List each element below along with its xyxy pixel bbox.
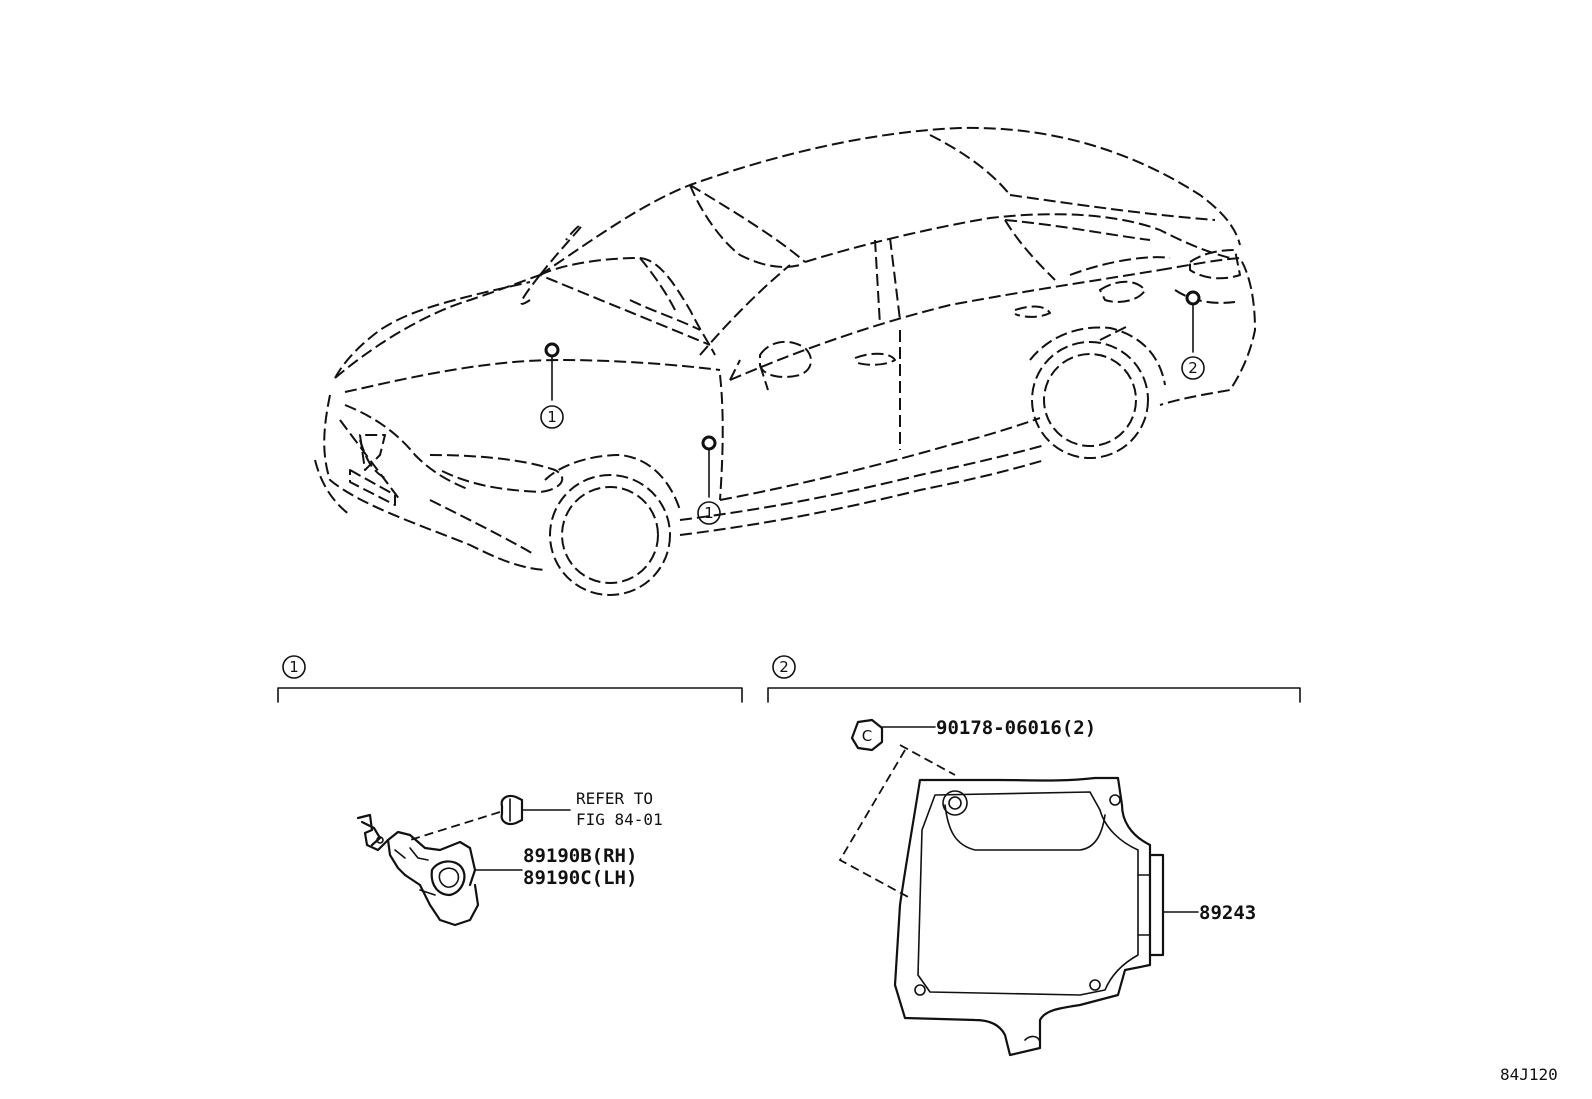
sensor-bracket-icon xyxy=(356,813,480,927)
figure-id: 84J120 xyxy=(1500,1065,1558,1084)
bolt-icon-letter: C xyxy=(862,727,872,745)
section-1-callout: 1 xyxy=(289,658,299,676)
sensor-marker-rear: 2 xyxy=(1181,290,1205,380)
airbag-ecu-icon xyxy=(893,776,1165,1057)
callout-1-a: 1 xyxy=(547,408,557,426)
callout-2-a: 2 xyxy=(1188,359,1198,377)
part-label-rh: 89190B(RH) xyxy=(523,845,637,867)
fig-ref-label: FIG 84-01 xyxy=(576,810,663,829)
section-2-header: 2 xyxy=(767,655,1301,703)
bolt-icon: C xyxy=(850,718,936,752)
clip-icon xyxy=(500,794,571,826)
refer-to-label: REFER TO xyxy=(576,789,653,808)
sedan-outline-icon xyxy=(314,126,1256,596)
ecu-part-label: 89243 xyxy=(1199,902,1256,924)
bolt-part-label: 90178-06016(2) xyxy=(936,717,1096,739)
part-label-lh: 89190C(LH) xyxy=(523,867,637,889)
sensor-marker-front-center: 1 xyxy=(540,342,564,429)
sensor-marker-front-side: 1 xyxy=(697,435,721,525)
callout-1-b: 1 xyxy=(704,504,714,522)
section-1-header: 1 xyxy=(277,655,743,703)
section-2-callout: 2 xyxy=(779,658,789,676)
